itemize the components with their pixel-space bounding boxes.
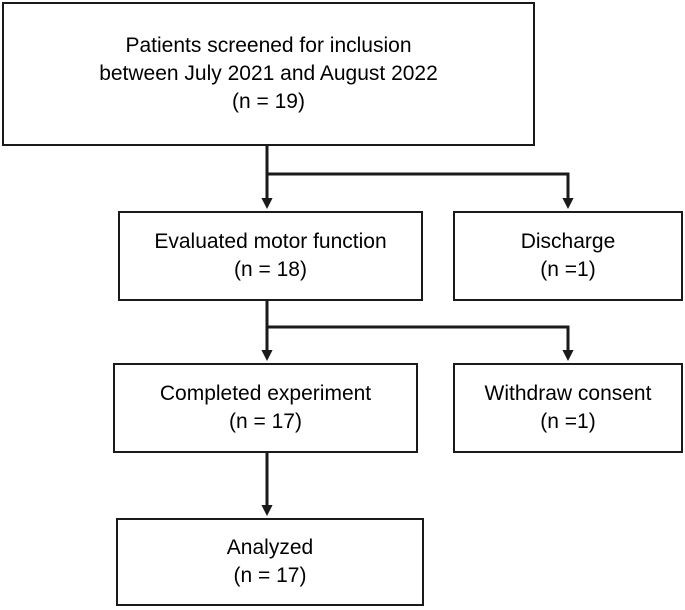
completed-experiment-box-line-1: Completed experiment <box>159 382 372 406</box>
screened-box: Patients screened for inclusion between J… <box>2 2 535 146</box>
screened-box-line-1: Patients screened for inclusion <box>125 34 412 58</box>
completed-to-analyzed-arrowhead <box>261 505 273 516</box>
evaluated-to-row3-arrowhead-left <box>261 350 273 361</box>
withdraw-consent-box-line-2: (n =1) <box>540 410 596 433</box>
discharge-box-line-1: Discharge <box>520 230 616 254</box>
analyzed-box-line-2: (n = 17) <box>233 564 307 587</box>
evaluated-motor-function-box: Evaluated motor function (n = 18) <box>118 211 423 301</box>
evaluated-motor-function-box-line-2: (n = 18) <box>234 258 307 281</box>
analyzed-box: Analyzed (n = 17) <box>116 518 424 606</box>
discharge-box: Discharge (n =1) <box>453 211 683 301</box>
analyzed-box-line-1: Analyzed <box>226 536 314 560</box>
discharge-box-line-2: (n =1) <box>540 258 596 281</box>
evaluated-to-row3-arrowhead-right <box>562 350 574 361</box>
screened-to-row2-arrowhead-right <box>562 198 574 209</box>
completed-experiment-box-line-2: (n = 17) <box>229 410 302 433</box>
screened-box-line-2: between July 2021 and August 2022 <box>99 62 438 86</box>
evaluated-motor-function-box-line-1: Evaluated motor function <box>154 230 387 254</box>
screened-box-line-3: (n = 19) <box>232 89 305 113</box>
completed-experiment-box: Completed experiment (n = 17) <box>113 363 418 453</box>
withdraw-consent-box-line-1: Withdraw consent <box>484 382 652 406</box>
withdraw-consent-box: Withdraw consent (n =1) <box>453 363 683 453</box>
screened-to-row2-arrowhead-left <box>261 198 273 209</box>
